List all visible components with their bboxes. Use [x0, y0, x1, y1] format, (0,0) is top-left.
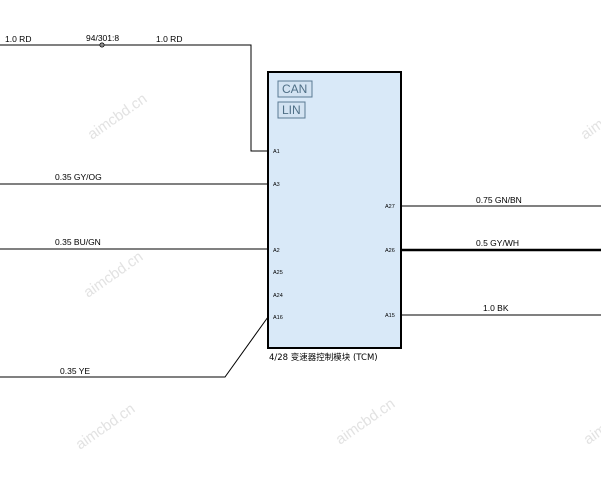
splice-label: 94/301:8 [86, 33, 119, 43]
watermark: aimcbd.cn [333, 395, 399, 448]
wire-1-0-rd [0, 44, 268, 152]
module-caption: 4/28 变速器控制模块 (TCM) [269, 352, 378, 363]
lin-tag-box [277, 101, 306, 119]
can-tag: CAN [282, 82, 307, 96]
wire-a16 [0, 316, 269, 378]
wire-label: 1.0 RD [5, 34, 31, 44]
pin-label: A25 [273, 270, 283, 276]
watermark: aimcbd.cn [581, 395, 601, 448]
wire-label: 0.35 BU/GN [55, 237, 101, 247]
watermark: aimcbd.cn [73, 400, 139, 453]
pin-label: A2 [273, 248, 280, 254]
pin-label: A26 [385, 248, 395, 254]
wire-label: 1.0 RD [156, 34, 182, 44]
pin-label: A15 [385, 313, 395, 319]
left-wires: 0.35 GY/OG 0.35 BU/GN 0.35 YE [0, 172, 269, 378]
can-tag-box [277, 80, 313, 98]
tcm-module: CAN LIN A1 A3 A2 A25 A24 A16 A27 A26 A15… [267, 71, 402, 363]
wire-label: 0.35 YE [60, 366, 90, 376]
wire-label: 0.5 GY/WH [476, 238, 519, 248]
wire-label: 0.35 GY/OG [55, 172, 102, 182]
pin-label: A16 [273, 315, 283, 321]
wire-label: 1.0 BK [483, 303, 509, 313]
splice-dot [101, 44, 103, 46]
watermark: aimcbd.cn [578, 90, 601, 143]
watermark: aimcbd.cn [85, 90, 151, 143]
pin-label: A1 [273, 149, 280, 155]
pin-label: A24 [273, 293, 283, 299]
pin-label: A3 [273, 182, 280, 188]
pin-label: A27 [385, 204, 395, 210]
watermark: aimcbd.cn [81, 248, 147, 301]
wire-label: 0.75 GN/BN [476, 195, 522, 205]
right-wires: 0.75 GN/BN 0.5 GY/WH 1.0 BK [401, 195, 601, 316]
lin-tag: LIN [282, 103, 301, 117]
top-wire: 1.0 RD 94/301:8 1.0 RD [0, 33, 268, 152]
